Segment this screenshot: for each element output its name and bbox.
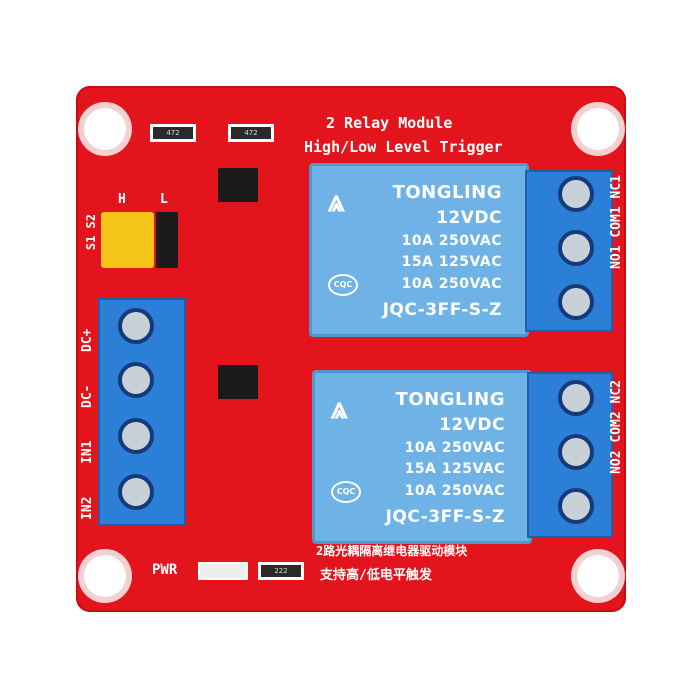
cqc-mark: CQC (328, 274, 358, 296)
mounting-hole (577, 108, 619, 150)
jumper-low-label: L (160, 192, 168, 207)
mounting-hole (84, 108, 126, 150)
screw-nc2[interactable] (558, 380, 594, 416)
chinese-label-1: 2路光耦隔离继电器驱动模块 (316, 544, 468, 558)
relay-brand: TONGLING (395, 389, 505, 410)
relay-2-output-labels: NO2 COM2 NC2 (609, 380, 624, 474)
screw-no2[interactable] (558, 488, 594, 524)
board-title: 2 Relay Module (326, 114, 453, 132)
relay-rating: 15A 125VAC (404, 461, 505, 477)
resistor: 472 (228, 124, 274, 142)
resistor: 222 (258, 562, 304, 580)
jumper-cap[interactable] (101, 212, 154, 268)
board-subtitle: High/Low Level Trigger (304, 138, 503, 156)
screw-dc-plus[interactable] (118, 308, 154, 344)
label-in1: IN1 (80, 440, 95, 464)
jumper-labels: S1 S2 (84, 214, 98, 251)
jumper-high-label: H (118, 192, 126, 207)
cqc-mark: CQC (331, 481, 361, 503)
relay-coil: 12VDC (439, 415, 505, 435)
relay-coil: 12VDC (436, 208, 502, 228)
screw-dc-minus[interactable] (118, 362, 154, 398)
relay-brand: TONGLING (392, 182, 502, 203)
screw-in1[interactable] (118, 418, 154, 454)
tongling-logo-icon: ⩓ (331, 391, 348, 426)
tongling-logo-icon: ⩓ (328, 184, 345, 219)
label-in2: IN2 (80, 496, 95, 520)
relay-model: JQC-3FF-S-Z (382, 300, 502, 320)
resistor: 472 (150, 124, 196, 142)
relay-model: JQC-3FF-S-Z (385, 507, 505, 527)
screw-nc1[interactable] (558, 176, 594, 212)
mounting-hole (84, 555, 126, 597)
relay-rating: 10A 250VAC (401, 276, 502, 292)
screw-com2[interactable] (558, 434, 594, 470)
relay-rating: 15A 125VAC (401, 254, 502, 270)
screw-com1[interactable] (558, 230, 594, 266)
screw-no1[interactable] (558, 284, 594, 320)
relay-rating: 10A 250VAC (404, 440, 505, 456)
relay-1-output-labels: NO1 COM1 NC1 (609, 175, 624, 269)
optocoupler (218, 168, 258, 202)
mounting-hole (577, 555, 619, 597)
relay-2: TONGLING 12VDC 10A 250VAC 15A 125VAC 10A… (312, 370, 532, 544)
label-dc-minus: DC- (80, 384, 95, 408)
jumper-header[interactable] (156, 212, 178, 268)
pwr-label: PWR (152, 562, 178, 578)
optocoupler (218, 365, 258, 399)
chinese-label-2: 支持高/低电平触发 (320, 568, 432, 583)
relay-rating: 10A 250VAC (401, 233, 502, 249)
power-led (198, 562, 248, 580)
relay-1: TONGLING 12VDC 10A 250VAC 15A 125VAC 10A… (309, 163, 529, 337)
label-dc-plus: DC+ (80, 328, 95, 352)
relay-rating: 10A 250VAC (404, 483, 505, 499)
screw-in2[interactable] (118, 474, 154, 510)
